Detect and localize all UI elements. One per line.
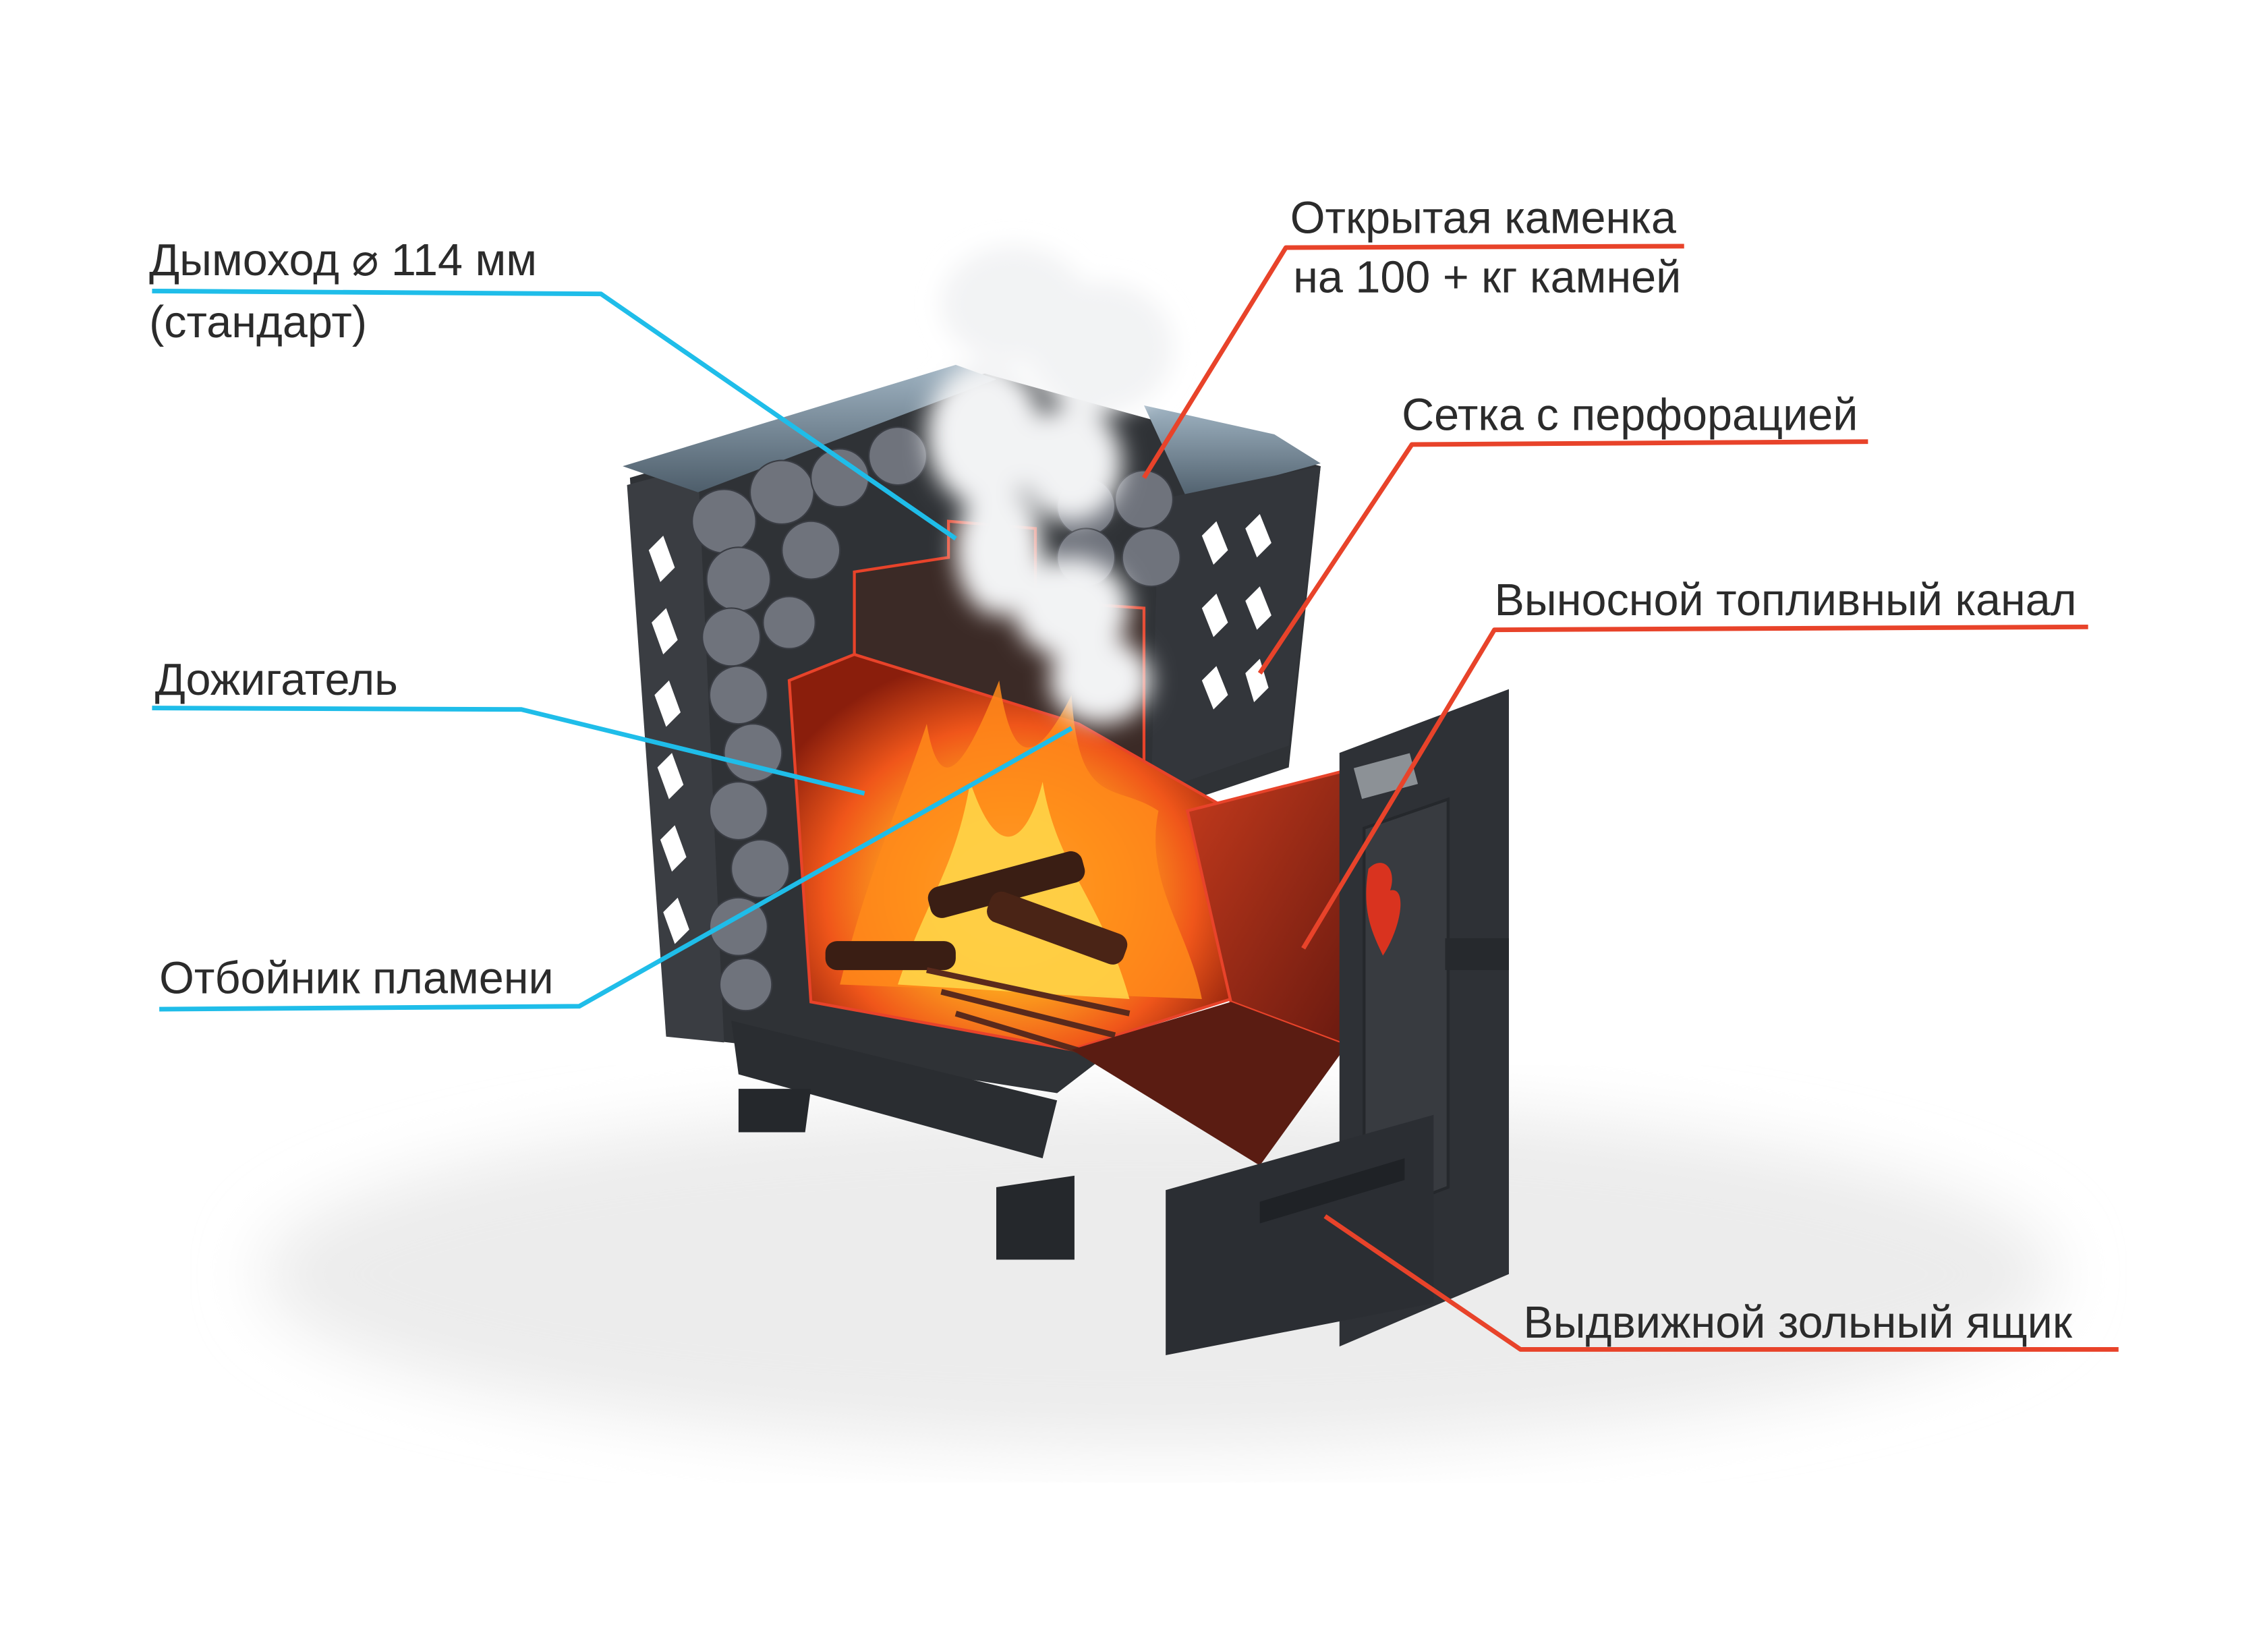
perforation-holes-right [1201, 513, 1271, 710]
perforation-holes-left [648, 536, 689, 944]
label-fuel-channel: Выносной топливный канал [1494, 575, 2076, 625]
leg-left [738, 1089, 811, 1133]
label-chimney: Дымоход ⌀ 114 мм [149, 235, 537, 285]
left-wall [627, 466, 724, 1043]
bird-logo-icon [1366, 863, 1401, 956]
leader-afterburner [152, 706, 865, 796]
firewood [825, 851, 1128, 971]
label-perforated-mesh: Сетка с перфорацией [1402, 390, 1858, 440]
leader-flame-deflector [159, 726, 1073, 1012]
leader-open-heater [1142, 244, 1684, 480]
top-rim [623, 364, 996, 492]
steam [926, 246, 1173, 724]
label-open-heater: Открытая каменка [1290, 194, 1676, 244]
label-chimney-note: (стандарт) [149, 297, 367, 347]
fuel-channel-floor [1071, 1002, 1347, 1166]
label-open-heater-capacity: на 100 + кг камней [1293, 253, 1681, 303]
door-handle[interactable] [1445, 938, 1509, 971]
label-afterburner: Дожигатель [155, 655, 398, 705]
leg-right [996, 1175, 1075, 1260]
label-flame-deflector: Отбойник пламени [159, 953, 554, 1003]
stove [623, 246, 1509, 1355]
leader-chimney [152, 288, 957, 541]
leader-perforated-mesh [1257, 439, 1868, 675]
ash-drawer-handle[interactable] [1259, 1158, 1405, 1224]
leader-fuel-channel [1301, 624, 2088, 950]
floor-shadow [260, 1100, 2057, 1448]
ash-pan-front [731, 1021, 1058, 1159]
label-ash-drawer: Выдвижной зольный ящик [1523, 1298, 2072, 1348]
perforated-mesh-right [1151, 466, 1321, 794]
top-rim-right [1143, 405, 1321, 500]
leader-ash-drawer [1323, 1214, 2119, 1352]
